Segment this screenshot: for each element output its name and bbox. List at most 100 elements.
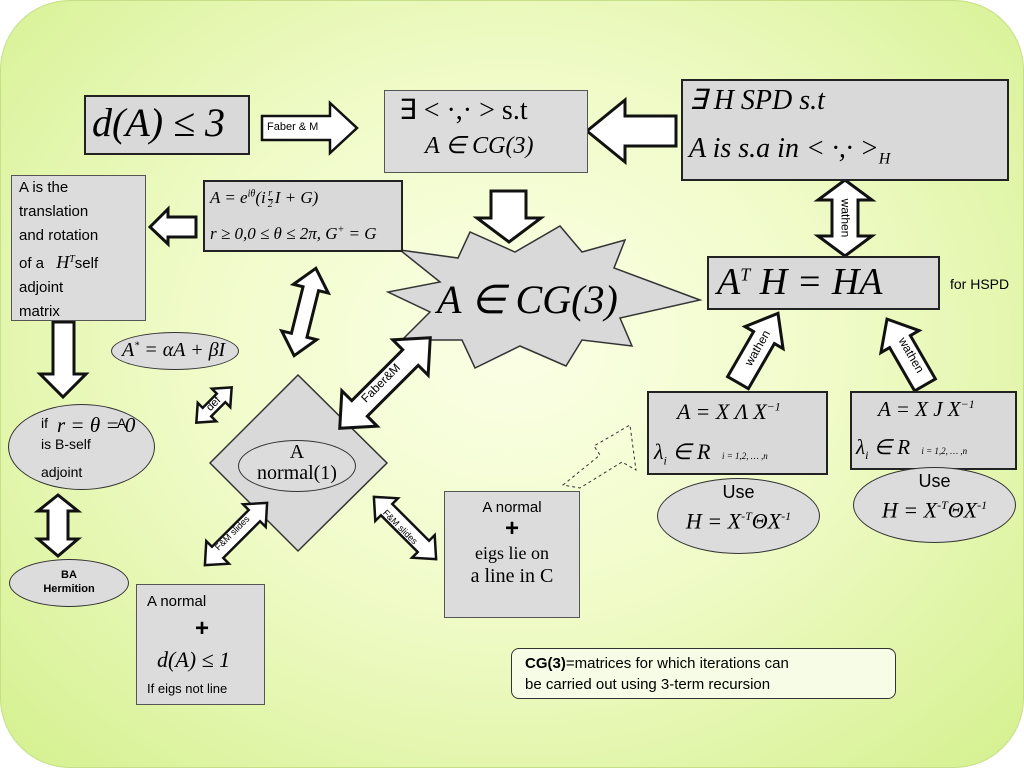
polar-frac-den: 2: [267, 198, 273, 210]
use2-l2-text: H = X: [881, 497, 938, 523]
legend-line-2: be carried out using 3-term recursion: [525, 676, 771, 693]
label-faber-m: Faber & M: [267, 121, 319, 133]
translation-line-4: of a HTself: [19, 248, 145, 276]
diag-j-l1-text: A = X J X: [878, 397, 961, 421]
box-a-normal-d: A normal + d(A) ≤ 1 If eigs not line: [136, 584, 265, 705]
ellipse-a-star: A* = αA + βI: [111, 332, 239, 370]
legend-bold: CG(3): [525, 655, 566, 672]
diag-lambda-l1: A = X Λ X−1: [677, 399, 781, 425]
use1-l2-text: H = X: [685, 508, 742, 534]
ath-lhs: A: [717, 261, 741, 303]
label-wathen-vertical: wathen: [838, 198, 853, 238]
diag-lambda-sub: i: [663, 453, 667, 468]
diag-lambda-l2-text: λ: [654, 439, 664, 464]
astar-rest: = αA + βI: [139, 339, 226, 361]
box-diag-j: A = X J X−1 λi ∈ R i = 1,2, … ,n: [850, 391, 1017, 470]
arrow-fm-slides-2: [372, 495, 438, 561]
astar-text: A* = αA + βI: [122, 339, 225, 362]
legend-text-1: =matrices for which iterations can: [565, 655, 789, 672]
polar-l1-a: A = e: [210, 188, 248, 207]
exists-h-line2: A is s.a in < ·,· >H: [689, 133, 890, 169]
translation-self: self: [74, 255, 99, 272]
box-d-le-3: d(A) ≤ 3: [84, 95, 250, 155]
arrow-wathen-a: [725, 311, 785, 391]
polar-l2-b: = G: [344, 224, 377, 243]
exists-ip-line2: A ∈ CG(3): [425, 133, 534, 159]
arrow-down-left: [36, 320, 90, 400]
normal-line-plus: +: [504, 515, 519, 542]
a-normal-1-line2: normal(1): [257, 462, 337, 484]
ath-sup: T: [740, 264, 751, 285]
translation-h: H: [56, 252, 70, 272]
arrow-faber-m: [260, 100, 359, 156]
exists-ip-line1: ∃ < ·,· > s.t: [399, 95, 528, 126]
exists-h-line2-text: A is s.a in < ·,· >: [689, 133, 879, 164]
exists-h-line1: ∃ H SPD s.t: [689, 85, 825, 116]
diag-lambda-l1-text: A = X Λ X: [677, 399, 767, 424]
arrow-left-polar: [147, 205, 198, 248]
ellipse-use-1: Use H = X-TΘX-1: [657, 478, 820, 554]
use2-l1: Use: [918, 471, 951, 491]
ath-text: AT H = HA: [717, 260, 882, 304]
b-self-extra: A: [117, 415, 127, 431]
use1-l2: H = X-TΘX-1: [658, 503, 819, 534]
diag-lambda-sup: −1: [766, 399, 781, 414]
polar-frac-num: r: [267, 187, 273, 200]
box-translation-rotation: A is the translation and rotation of a H…: [11, 175, 146, 321]
use1-l1: Use: [722, 482, 755, 502]
b-self-cond: r = θ = 0: [57, 413, 136, 437]
arrow-fm-slides-1: [203, 501, 269, 567]
diag-lambda-l2: λi ∈ R i = 1,2, … ,n: [654, 439, 768, 468]
b-self-line3: adjoint: [41, 464, 83, 480]
astar-lhs: A: [122, 339, 135, 361]
arrow-down-center: [472, 189, 546, 244]
translation-line-2: translation: [19, 203, 89, 220]
normal-line-l2: eigs lie on: [475, 543, 549, 563]
normal-line-l3: a line in C: [470, 565, 554, 587]
ellipse-use-2: Use H = X-TΘX-1: [853, 467, 1016, 543]
polar-l1-c: I + G): [274, 188, 319, 207]
ba-line: BA: [61, 569, 77, 581]
exists-h-sub: H: [878, 150, 891, 168]
box-a-normal-line: A normal + eigs lie on a line in C: [444, 491, 580, 618]
diag-j-sub: i: [865, 448, 869, 463]
use2-rest: ΘX: [947, 497, 978, 523]
use1-sup: -T: [741, 509, 752, 523]
translation-t: T: [69, 254, 75, 265]
polar-l1-sup: iθ: [247, 188, 256, 200]
ellipse-ba-hermition: BA Hermition: [9, 559, 129, 607]
a-normal-1-line1: A: [289, 441, 305, 463]
use2-sup2: -1: [977, 498, 988, 512]
use2-l2: H = X-TΘX-1: [854, 492, 1015, 523]
arrow-wathen-b: [878, 317, 938, 393]
diag-lambda-idx: i = 1,2, … ,n: [721, 451, 768, 461]
ellipse-a-normal-1: A normal(1): [238, 440, 356, 492]
diag-lambda-l2-rest: ∈ R: [666, 439, 711, 464]
translation-line-5: adjoint: [19, 279, 64, 296]
diag-j-l2-text: λ: [856, 435, 866, 459]
polar-l1-b: (i: [255, 188, 266, 207]
translation-line-6: matrix: [19, 303, 60, 320]
diag-j-l1: A = X J X−1: [878, 397, 975, 422]
use1-sup2: -1: [781, 509, 792, 523]
polar-l2-sup: +: [337, 224, 345, 236]
arrow-left-top: [584, 96, 678, 166]
box-diag-lambda: A = X Λ X−1 λi ∈ R i = 1,2, … ,n: [647, 391, 828, 475]
d-le-3-text: d(A) ≤ 3: [92, 100, 226, 145]
astar-sup: *: [134, 340, 140, 352]
use1-rest: ΘX: [751, 508, 782, 534]
arrow-polar-diamond: [278, 266, 332, 358]
diag-j-idx: i = 1,2, … ,n: [921, 446, 968, 456]
diag-j-l2: λi ∈ R i = 1,2, … ,n: [856, 435, 967, 463]
arrow-def: [194, 385, 234, 425]
translation-of-a: of a: [19, 255, 45, 272]
b-self-line2: is B-self: [41, 436, 91, 452]
normal-d-l2: d(A) ≤ 1: [157, 647, 231, 672]
translation-line-1: A is the: [19, 179, 69, 196]
use2-sup: -T: [937, 498, 948, 512]
for-hspd-label: for HSPD: [950, 276, 1010, 292]
translation-line-3: and rotation: [19, 227, 99, 244]
starburst-shape: [385, 225, 703, 370]
